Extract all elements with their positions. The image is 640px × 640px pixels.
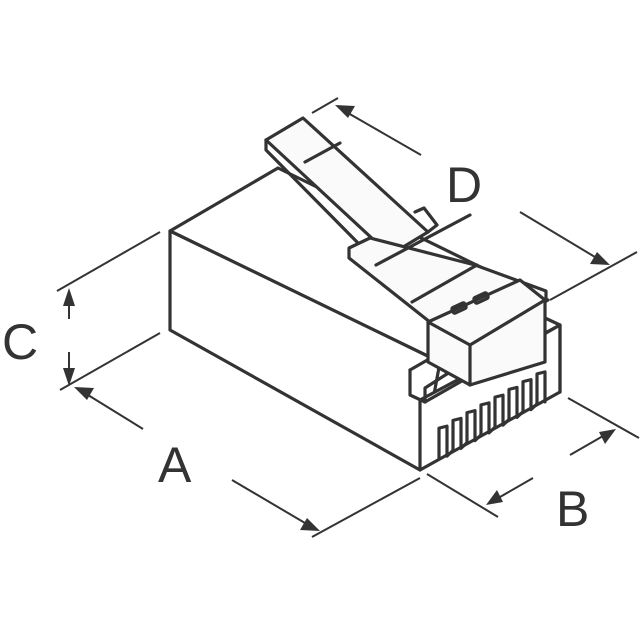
contact-slots xyxy=(437,370,547,460)
dimension-label-a: A xyxy=(158,437,192,493)
dimension-d xyxy=(311,97,638,301)
latch-window-1-icon xyxy=(450,301,468,315)
dimension-label-d: D xyxy=(446,157,483,213)
dimension-b xyxy=(426,397,640,518)
dimension-label-b: B xyxy=(556,481,590,537)
latch-window-2-icon xyxy=(472,291,490,305)
dimension-a xyxy=(74,387,421,538)
dimension-label-c: C xyxy=(2,314,39,370)
dimension-c xyxy=(56,231,161,391)
latch xyxy=(264,116,548,387)
